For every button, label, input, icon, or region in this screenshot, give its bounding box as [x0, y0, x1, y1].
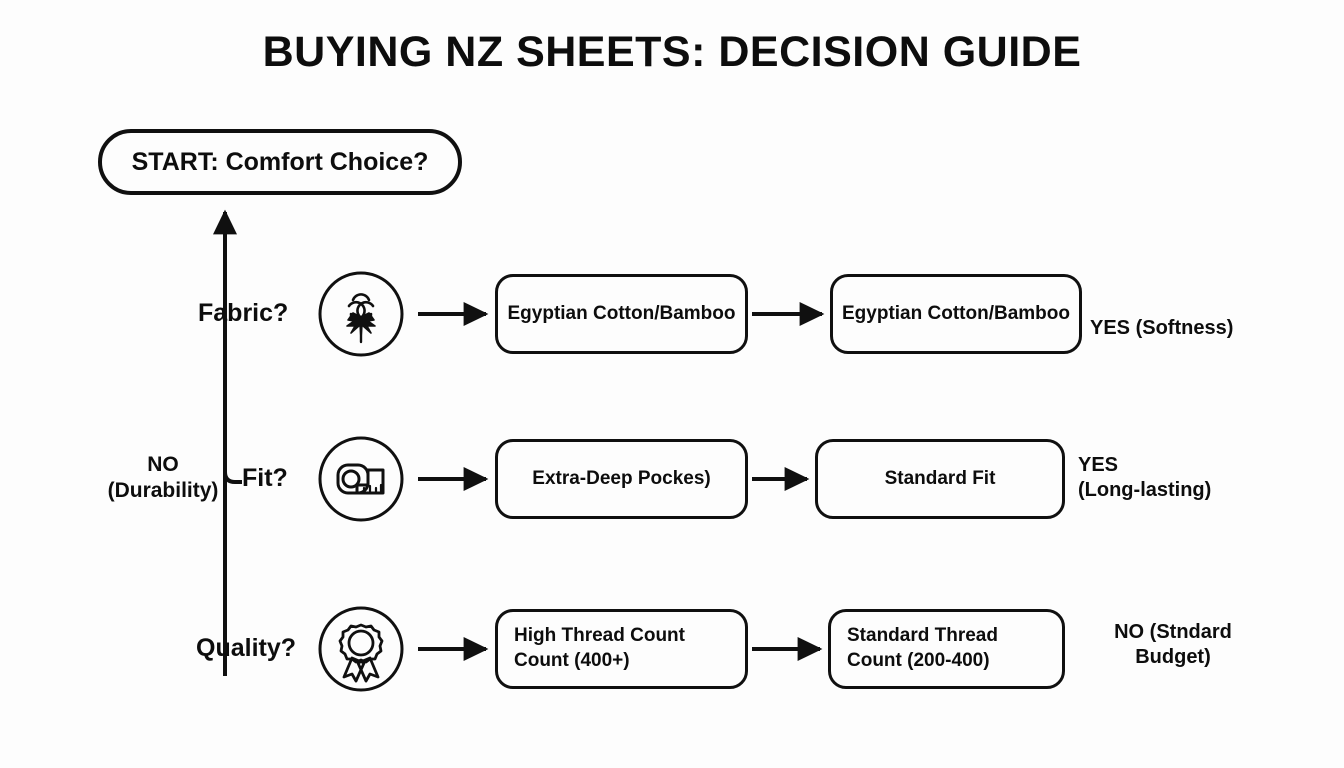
fabric-outcome-label: YES (Softness) [1090, 317, 1234, 339]
tape-measure-icon [317, 435, 405, 523]
quality-outcome-label: NO (Stndard Budget) [1114, 621, 1232, 668]
fabric-option-box-primary-label: Egyptian Cotton/Bamboo [507, 302, 736, 324]
fabric-option-box-secondary[interactable]: Egyptian Cotton/Bamboo [830, 274, 1082, 354]
fabric-option-box-primary[interactable]: Egyptian Cotton/Bamboo [495, 274, 748, 354]
fabric-option-box-secondary-label: Egyptian Cotton/Bamboo [842, 302, 1070, 324]
fit-option-box-secondary-label: Standard Fit [884, 467, 996, 489]
cotton-boll-icon [317, 270, 405, 358]
start-node-label: START: Comfort Choice? [131, 147, 429, 176]
fit-option-box-secondary[interactable]: Standard Fit [815, 439, 1065, 519]
row-question-fit: Fit? [242, 464, 288, 492]
fit-option-box-primary-label: Extra-Deep Pockes) [532, 467, 711, 489]
fit-option-box-primary[interactable]: Extra-Deep Pockes) [495, 439, 748, 519]
award-rosette-icon [317, 605, 405, 693]
start-node[interactable]: START: Comfort Choice? [98, 129, 462, 195]
quality-option-box-primary-label: High Thread Count Count (400+) [514, 625, 685, 671]
branch-label-no-durability: NO (Durability) [107, 453, 219, 503]
page-title: BUYING NZ SHEETS: DECISION GUIDE [262, 28, 1082, 76]
quality-option-box-secondary[interactable]: Standard Thread Count (200-400) [828, 609, 1065, 689]
quality-option-box-secondary-label: Standard Thread Count (200-400) [847, 625, 998, 671]
row-question-fabric: Fabric? [198, 299, 289, 327]
quality-option-box-primary[interactable]: High Thread Count Count (400+) [495, 609, 748, 689]
row-question-quality: Quality? [196, 634, 297, 662]
fit-outcome-label: YES (Long-lasting) [1078, 454, 1212, 501]
